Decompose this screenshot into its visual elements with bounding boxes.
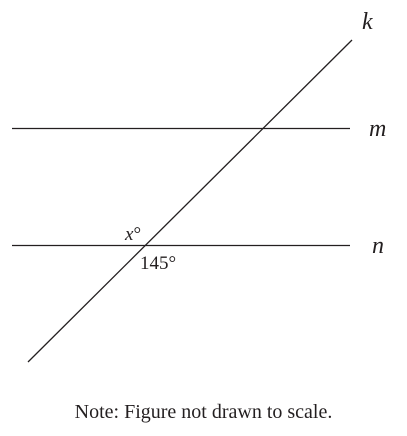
angle-x-variable: x xyxy=(124,224,134,245)
label-k: k xyxy=(362,9,373,35)
line-k xyxy=(27,39,353,363)
label-n: n xyxy=(372,233,384,259)
label-m: m xyxy=(369,116,386,142)
figure-note: Note: Figure not drawn to scale. xyxy=(74,401,333,423)
angle-145-label: 145° xyxy=(140,253,176,274)
angle-x-label: x° xyxy=(124,224,141,245)
angle-x-degree-symbol: ° xyxy=(133,224,141,245)
